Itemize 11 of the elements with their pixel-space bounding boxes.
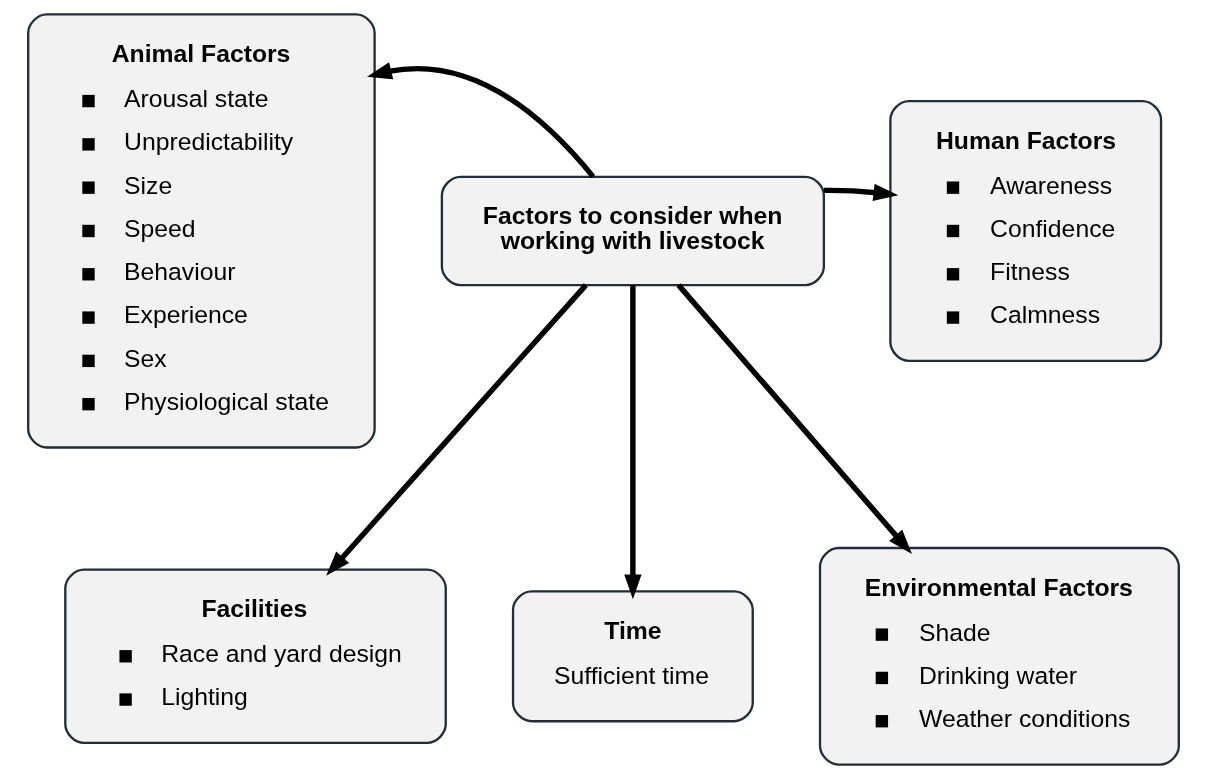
arrow [623,285,642,600]
node-box: Human Factors Awareness Confidence Fitness Calmness [888,99,1162,363]
node-box: Facilities Race and yard design Lighting [63,568,447,745]
arrow [366,62,595,179]
node-box: Time Sufficient time [511,590,754,723]
arrow [676,283,912,555]
node-box: Environmental Factors Shade Drinking water Weather conditions [818,546,1180,766]
node-box: Factors to consider when working with livestock [440,175,825,287]
arrow [823,183,898,201]
arrow [325,283,588,576]
node-box: Animal Factors Arousal state Unpredictability Size Speed Behaviour Experience Sex Physiological state [26,13,376,449]
